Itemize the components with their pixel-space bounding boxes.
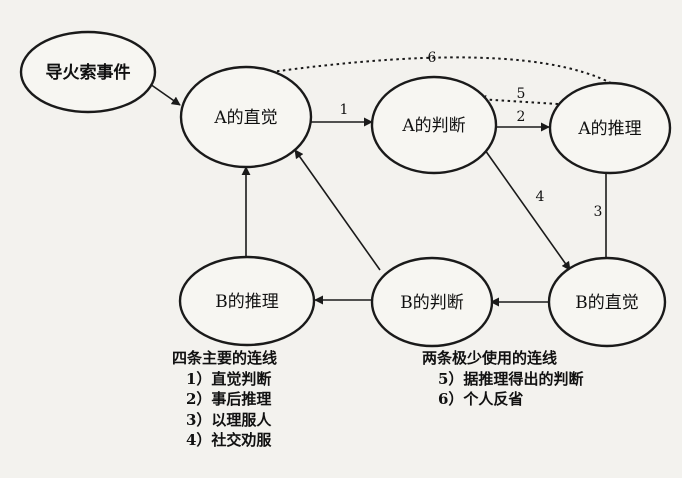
edge-5-a-reasoning-to-a-judgment [477,95,559,105]
node-a-intuition: A的直觉 [179,65,313,169]
edge-b-judgment-to-a-intuition [294,149,381,271]
node-b-judgment-label: B的判断 [400,293,464,313]
node-a-reasoning: A的推理 [548,81,672,175]
edge-label-1: 1 [340,102,349,118]
legend-rare-item: 6）个人反省 [438,390,524,408]
node-a-reasoning-label: A的推理 [577,119,641,139]
legend-rare-links: 两条极少使用的连线 5）据推理得出的判断 6）个人反省 [422,348,583,410]
node-trigger-label: 导火索事件 [46,62,131,83]
edge-label-2: 2 [517,109,526,125]
legend-main-item: 1）直觉判断 [186,369,272,388]
legend-main-item: 4）社交劝服 [186,431,272,449]
edge-label-3: 3 [594,204,603,220]
edge-label-5: 5 [517,86,526,102]
node-a-judgment: A的判断 [370,75,498,175]
legend-main-title: 四条主要的连线 [172,349,278,367]
edge-label-4: 4 [536,189,545,205]
edge-4-a-judgment-to-b-intuition [484,149,571,271]
legend-rare-item: 5）据推理得出的判断 [438,369,584,388]
edge-trigger-to-a-intuition [149,83,181,106]
node-trigger: 导火索事件 [19,30,157,114]
edge-label-6: 6 [428,50,437,66]
node-b-reasoning: B的推理 [178,255,316,347]
legend-rare-title: 两条极少使用的连线 [422,349,558,367]
node-a-intuition-label: A的直觉 [213,108,277,128]
node-b-intuition: B的直觉 [547,256,667,348]
node-b-judgment: B的判断 [370,256,494,348]
legend-main-item: 3）以理服人 [186,410,272,429]
legend-main-item: 2）事后推理 [186,390,272,408]
legend-main-links: 四条主要的连线 1）直觉判断 2）事后推理 3）以理服人 4）社交劝服 [172,348,277,451]
node-b-intuition-label: B的直觉 [575,293,639,313]
node-b-reasoning-label: B的推理 [215,292,279,312]
node-a-judgment-label: A的判断 [401,116,465,136]
